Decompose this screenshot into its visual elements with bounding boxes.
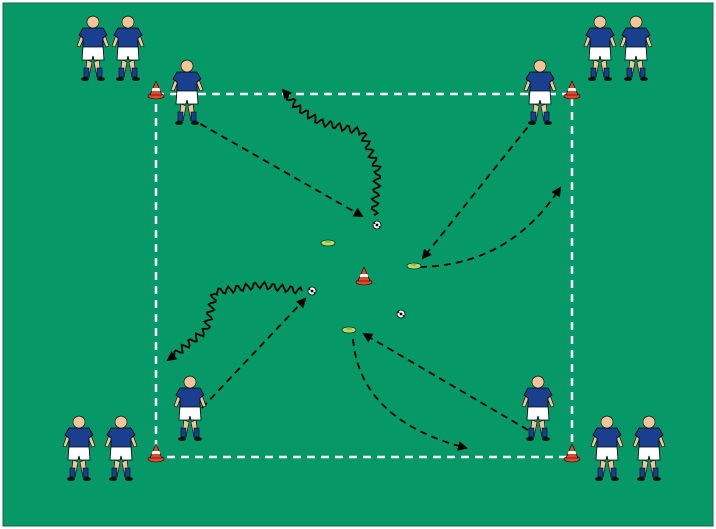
disc-marker xyxy=(321,240,335,246)
ball xyxy=(308,287,316,295)
disc-marker xyxy=(407,263,421,269)
ball xyxy=(397,310,405,318)
disc-marker xyxy=(342,327,356,333)
ball xyxy=(373,221,381,229)
